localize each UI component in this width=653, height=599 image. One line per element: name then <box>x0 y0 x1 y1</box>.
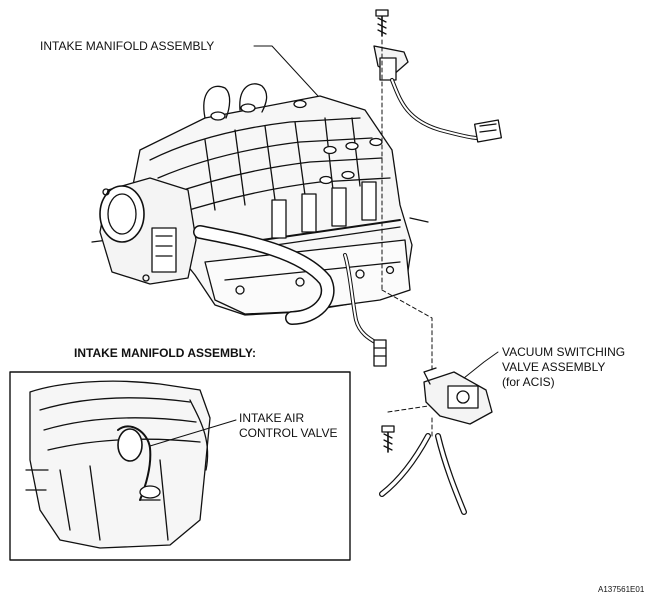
vacuum-switching-valve <box>379 367 493 515</box>
label-intake-air-line2: CONTROL VALVE <box>239 426 338 440</box>
leader-intake-manifold <box>253 45 319 97</box>
label-vsv-line3: (for ACIS) <box>502 375 555 389</box>
label-intake-air-control-valve: INTAKE AIR CONTROL VALVE <box>239 411 337 441</box>
wire-harness-bracket <box>373 9 503 143</box>
label-vsv-line2: VALVE ASSEMBLY <box>502 360 606 374</box>
assembly-dash-lines <box>381 39 433 437</box>
leader-vsv <box>463 351 499 379</box>
inset-title: INTAKE MANIFOLD ASSEMBLY: <box>74 346 256 360</box>
label-intake-manifold: INTAKE MANIFOLD ASSEMBLY <box>40 39 215 53</box>
throttle-body <box>99 177 197 285</box>
label-intake-air-line1: INTAKE AIR <box>239 411 305 425</box>
intake-manifold-body <box>91 83 429 316</box>
inset-illustration <box>25 380 211 549</box>
label-vsv: VACUUM SWITCHING VALVE ASSEMBLY (for ACI… <box>502 345 625 390</box>
leader-intake-air-control-valve <box>149 419 237 447</box>
label-vsv-line1: VACUUM SWITCHING <box>502 345 626 359</box>
figure-code: A137561E01 <box>598 585 645 594</box>
